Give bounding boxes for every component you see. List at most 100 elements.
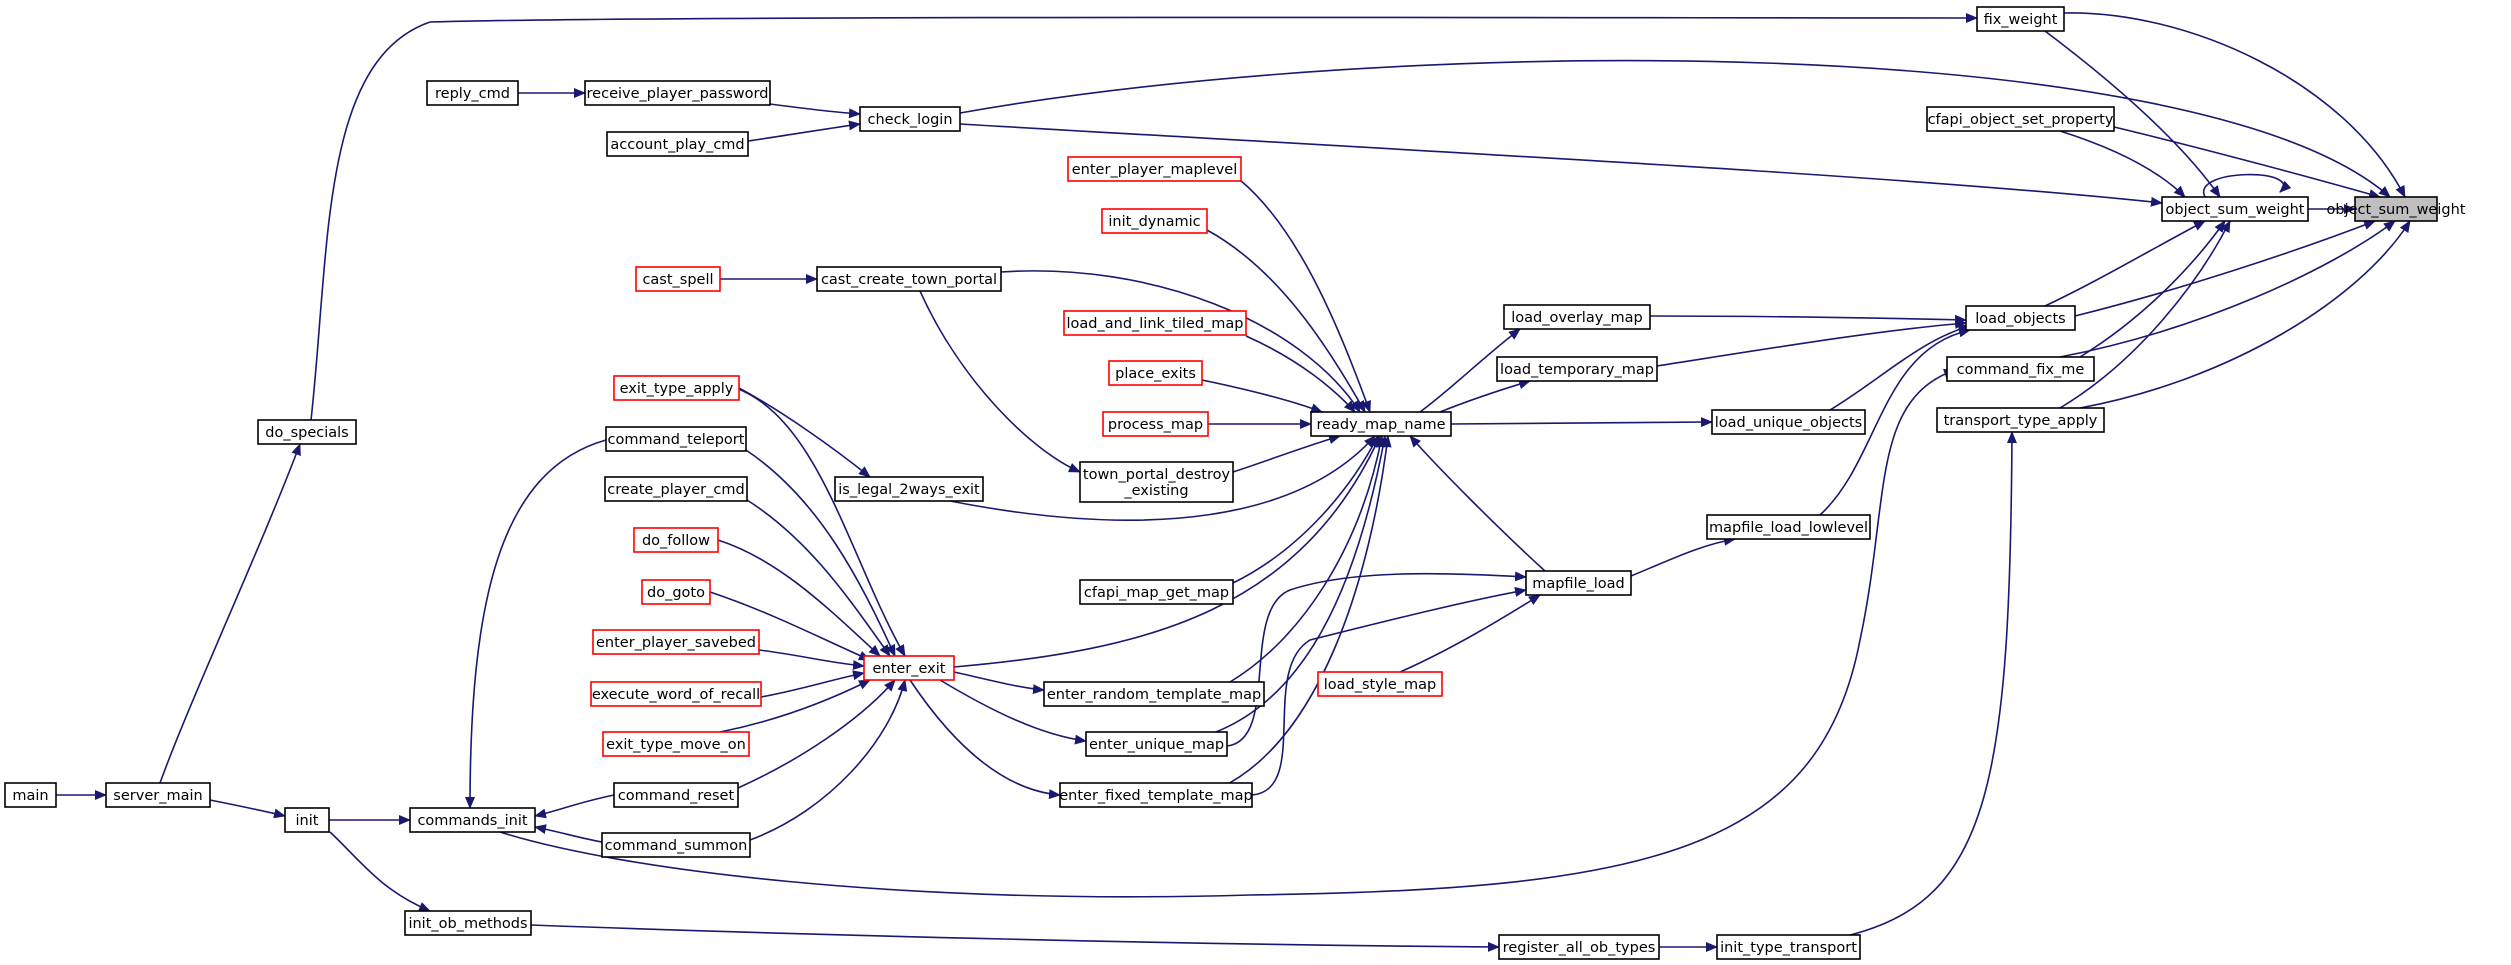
- edge-mapfile_load_lowlevel-to-load_objects: [1819, 327, 1971, 516]
- node-box: [4, 782, 57, 808]
- node-fix-weight[interactable]: fix_weight: [1976, 6, 2065, 32]
- node-command-reset[interactable]: command_reset: [613, 782, 739, 808]
- node-exit-type-move-on[interactable]: exit_type_move_on: [602, 731, 750, 757]
- node-command-teleport[interactable]: command_teleport: [605, 426, 747, 452]
- node-enter-exit[interactable]: enter_exit: [863, 655, 955, 681]
- node-init-ob-methods[interactable]: init_ob_methods: [404, 910, 532, 936]
- node-cfapi-map-get-map[interactable]: cfapi_map_get_map: [1079, 579, 1234, 605]
- node-load-unique-objects[interactable]: load_unique_objects: [1711, 409, 1866, 435]
- node-load-objects[interactable]: load_objects: [1965, 305, 2076, 331]
- node-exit-type-apply[interactable]: exit_type_apply: [613, 375, 740, 401]
- node-enter-player-savebed[interactable]: enter_player_savebed: [592, 629, 760, 655]
- node-town-portal-destroy-existing[interactable]: town_portal_destroy_existing: [1079, 461, 1234, 503]
- edge-enter_exit-to-enter_fixed_template_map: [909, 679, 1061, 800]
- node-box: [1706, 514, 1871, 540]
- edge-load_objects-to-object_sum_weight: [2044, 220, 2206, 307]
- edge-check_login-to-object_sum_weight: [959, 123, 2163, 207]
- node-label: is_legal_2ways_exit: [838, 482, 980, 498]
- node-create-player-cmd[interactable]: create_player_cmd: [604, 476, 748, 502]
- node-register-all-ob-types[interactable]: register_all_ob_types: [1498, 934, 1660, 960]
- node-label: account_play_cmd: [610, 137, 744, 153]
- node-do-goto[interactable]: do_goto: [641, 579, 711, 605]
- node-cast-create-town-portal[interactable]: cast_create_town_portal: [816, 266, 1002, 292]
- node-load-and-link-tiled-map[interactable]: load_and_link_tiled_map: [1063, 310, 1247, 336]
- node-transport-type-apply[interactable]: transport_type_apply: [1936, 407, 2105, 433]
- node-box: [859, 106, 961, 132]
- node-account-play-cmd[interactable]: account_play_cmd: [606, 131, 749, 157]
- node-load-overlay-map[interactable]: load_overlay_map: [1503, 304, 1651, 330]
- node-box: [1976, 6, 2065, 32]
- edge-command_teleport-to-commands_init: [465, 439, 607, 809]
- node-box: [1936, 407, 2105, 433]
- edge-cast_create_town_portal-to-ready_map_name: [1000, 270, 1361, 413]
- node-label: execute_word_of_recall: [592, 687, 760, 703]
- edge-layer: [56, 12, 2411, 952]
- node-box: [602, 731, 750, 757]
- edge-enter_player_savebed-to-enter_exit: [758, 649, 865, 671]
- node-command-fix-me[interactable]: command_fix_me: [1946, 356, 2095, 382]
- node-box: [404, 910, 532, 936]
- edge-enter_unique_map-to-mapfile_load: [1226, 571, 1527, 747]
- edge-cfapi_object_set_property-to-object_sum_weight: [2059, 130, 2186, 198]
- edge-load_temporary_map-to-load_objects: [1656, 318, 1967, 367]
- node-object-sum-weight-target[interactable]: object_sum_weight: [2327, 196, 2466, 222]
- node-label: init: [296, 813, 319, 829]
- node-object-sum-weight[interactable]: object_sum_weight: [2161, 196, 2309, 222]
- node-ready-map-name[interactable]: ready_map_name: [1310, 411, 1452, 437]
- edge-create_player_cmd-to-enter_exit: [746, 499, 891, 657]
- node-box: [1102, 411, 1209, 437]
- node-place-exits[interactable]: place_exits: [1108, 360, 1203, 386]
- edge-load_and_link_tiled_map-to-ready_map_name: [1245, 335, 1356, 413]
- node-label: enter_random_template_map: [1047, 687, 1261, 703]
- node-box: [1496, 356, 1658, 382]
- node-server-main[interactable]: server_main: [105, 782, 211, 808]
- node-load-temporary-map[interactable]: load_temporary_map: [1496, 356, 1658, 382]
- node-label: _existing: [1123, 483, 1188, 499]
- node-label: mapfile_load_lowlevel: [1709, 520, 1868, 536]
- node-box: [1317, 671, 1443, 697]
- node-commands-init[interactable]: commands_init: [409, 807, 536, 833]
- node-init-type-transport[interactable]: init_type_transport: [1716, 934, 1861, 960]
- node-box: [409, 807, 536, 833]
- node-box: [1503, 304, 1651, 330]
- node-label: enter_exit: [873, 661, 946, 677]
- edge-load_overlay_map-to-load_objects: [1649, 314, 1967, 325]
- node-main[interactable]: main: [4, 782, 57, 808]
- node-enter-random-template-map[interactable]: enter_random_template_map: [1043, 681, 1265, 707]
- edge-object_sum_weight-to-object_sum_weight: [2202, 173, 2292, 198]
- edge-enter_fixed_template_map-to-mapfile_load: [1251, 587, 1527, 796]
- node-enter-unique-map[interactable]: enter_unique_map: [1085, 731, 1228, 757]
- node-label: register_all_ob_types: [1503, 940, 1656, 956]
- edge-fix_weight-to-object_sum_weight: [2044, 30, 2221, 198]
- node-init-dynamic[interactable]: init_dynamic: [1101, 208, 1208, 234]
- node-box: [1711, 409, 1866, 435]
- node-do-specials[interactable]: do_specials: [257, 419, 357, 445]
- node-box: [1079, 461, 1234, 503]
- edge-cfapi_object_set_property-to-object_sum_weight_target: [2113, 126, 2381, 199]
- node-receive-player-password[interactable]: receive_player_password: [584, 80, 771, 106]
- node-enter-player-maplevel[interactable]: enter_player_maplevel: [1067, 156, 1242, 182]
- edge-ready_map_name-to-load_temporary_map: [1439, 379, 1531, 413]
- node-init[interactable]: init: [284, 807, 330, 833]
- node-cfapi-object-set-property[interactable]: cfapi_object_set_property: [1926, 106, 2115, 132]
- node-label: exit_type_apply: [620, 381, 734, 397]
- node-process-map[interactable]: process_map: [1102, 411, 1209, 437]
- node-command-summon[interactable]: command_summon: [601, 832, 751, 858]
- edge-do_specials-to-fix_weight: [310, 12, 1978, 421]
- edge-fix_weight-to-object_sum_weight_target: [2063, 12, 2406, 198]
- node-do-follow[interactable]: do_follow: [633, 527, 719, 553]
- node-reply-cmd[interactable]: reply_cmd: [426, 80, 519, 106]
- node-execute-word-of-recall[interactable]: execute_word_of_recall: [590, 681, 762, 707]
- edge-exit_type_move_on-to-enter_exit: [719, 679, 871, 733]
- node-enter-fixed-template-map[interactable]: enter_fixed_template_map: [1059, 782, 1253, 808]
- node-cast-spell[interactable]: cast_spell: [635, 266, 721, 292]
- node-label: process_map: [1108, 417, 1203, 433]
- node-mapfile-load-lowlevel[interactable]: mapfile_load_lowlevel: [1706, 514, 1871, 540]
- node-label: cfapi_map_get_map: [1084, 585, 1229, 601]
- node-box: [863, 655, 955, 681]
- node-label: check_login: [867, 112, 952, 128]
- node-check-login[interactable]: check_login: [859, 106, 961, 132]
- node-load-style-map[interactable]: load_style_map: [1317, 671, 1443, 697]
- node-mapfile-load[interactable]: mapfile_load: [1525, 570, 1632, 596]
- node-is-legal-2ways-exit[interactable]: is_legal_2ways_exit: [834, 476, 984, 502]
